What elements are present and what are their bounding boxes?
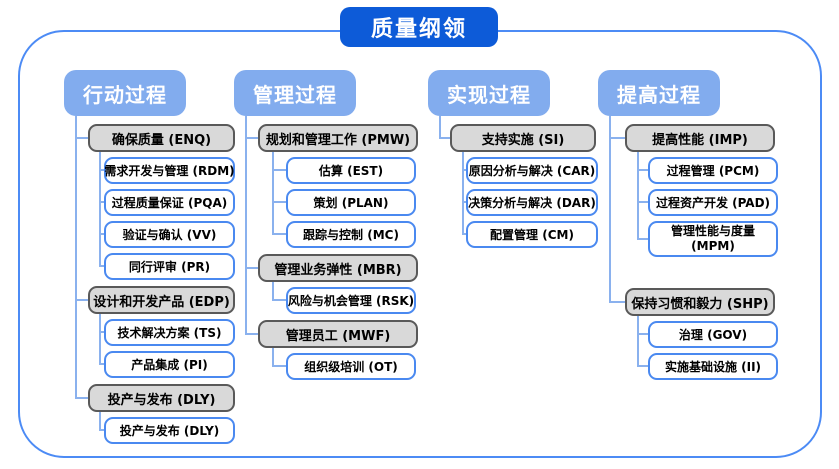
connector-line — [272, 152, 274, 235]
node-dar: 决策分析与解决 (DAR) — [466, 189, 598, 216]
connector-line — [75, 137, 88, 139]
node-dly: 投产与发布 (DLY) — [88, 384, 235, 412]
node-enq: 确保质量 (ENQ) — [88, 124, 235, 152]
connector-line — [245, 333, 258, 335]
connector-line — [609, 301, 625, 303]
connector-line — [462, 169, 466, 171]
node-rdm: 需求开发与管理 (RDM) — [104, 157, 235, 184]
connector-line — [99, 314, 101, 365]
connector-line — [99, 169, 104, 171]
connector-line — [272, 201, 286, 203]
column-header-implementation: 实现过程 — [428, 70, 550, 116]
connector-line — [99, 233, 104, 235]
node-car: 原因分析与解决 (CAR) — [466, 157, 598, 184]
connector-line — [75, 299, 88, 301]
connector-line — [75, 116, 77, 398]
node-pi: 产品集成 (PI) — [104, 351, 235, 378]
connector-line — [609, 116, 611, 302]
node-plan: 策划 (PLAN) — [286, 189, 416, 216]
column-header-action: 行动过程 — [64, 70, 186, 116]
connector-line — [272, 299, 286, 301]
node-cm: 配置管理 (CM) — [466, 221, 598, 248]
connector-line — [637, 333, 648, 335]
node-mpm: 管理性能与度量 (MPM) — [648, 221, 778, 257]
node-rsk: 风险与机会管理 (RSK) — [286, 287, 416, 314]
connector-line — [272, 233, 286, 235]
connector-line — [439, 137, 450, 139]
node-imp: 提高性能 (IMP) — [625, 124, 775, 152]
connector-line — [99, 265, 104, 267]
connector-line — [462, 201, 466, 203]
node-ts: 技术解决方案 (TS) — [104, 319, 235, 346]
node-shp: 保持习惯和毅力 (SHP) — [625, 288, 775, 316]
node-est: 估算 (EST) — [286, 157, 416, 184]
connector-line — [637, 152, 639, 239]
connector-line — [99, 412, 101, 431]
connector-line — [609, 137, 625, 139]
node-pqa: 过程质量保证 (PQA) — [104, 189, 235, 216]
connector-line — [272, 348, 274, 367]
diagram-title: 质量纲领 — [340, 7, 498, 47]
column-header-management: 管理过程 — [234, 70, 356, 116]
node-gov: 治理 (GOV) — [648, 321, 778, 348]
connector-line — [245, 137, 258, 139]
node-mwf: 管理员工 (MWF) — [258, 320, 418, 348]
node-si: 支持实施 (SI) — [450, 124, 596, 152]
connector-line — [637, 238, 648, 240]
connector-line — [637, 365, 648, 367]
node-mc: 跟踪与控制 (MC) — [286, 221, 416, 248]
node-dly-child: 投产与发布 (DLY) — [104, 417, 235, 444]
connector-line — [99, 331, 104, 333]
node-pr: 同行评审 (PR) — [104, 253, 235, 280]
node-pad: 过程资产开发 (PAD) — [648, 189, 778, 216]
node-ot: 组织级培训 (OT) — [286, 353, 416, 380]
connector-line — [462, 233, 466, 235]
column-header-improvement: 提高过程 — [598, 70, 720, 116]
connector-line — [637, 169, 648, 171]
node-ii: 实施基础设施 (II) — [648, 353, 778, 380]
node-pcm: 过程管理 (PCM) — [648, 157, 778, 184]
connector-line — [272, 365, 286, 367]
node-vv: 验证与确认 (VV) — [104, 221, 235, 248]
connector-line — [245, 267, 258, 269]
connector-line — [272, 282, 274, 301]
connector-line — [462, 152, 464, 235]
connector-line — [637, 201, 648, 203]
node-edp: 设计和开发产品 (EDP) — [88, 286, 235, 314]
node-mbr: 管理业务弹性 (MBR) — [258, 254, 418, 282]
connector-line — [637, 316, 639, 367]
connector-line — [99, 429, 104, 431]
connector-line — [99, 363, 104, 365]
connector-line — [439, 116, 441, 138]
connector-line — [99, 152, 101, 267]
node-pmw: 规划和管理工作 (PMW) — [258, 124, 418, 152]
connector-line — [245, 116, 247, 334]
connector-line — [99, 201, 104, 203]
connector-line — [272, 169, 286, 171]
connector-line — [75, 397, 88, 399]
